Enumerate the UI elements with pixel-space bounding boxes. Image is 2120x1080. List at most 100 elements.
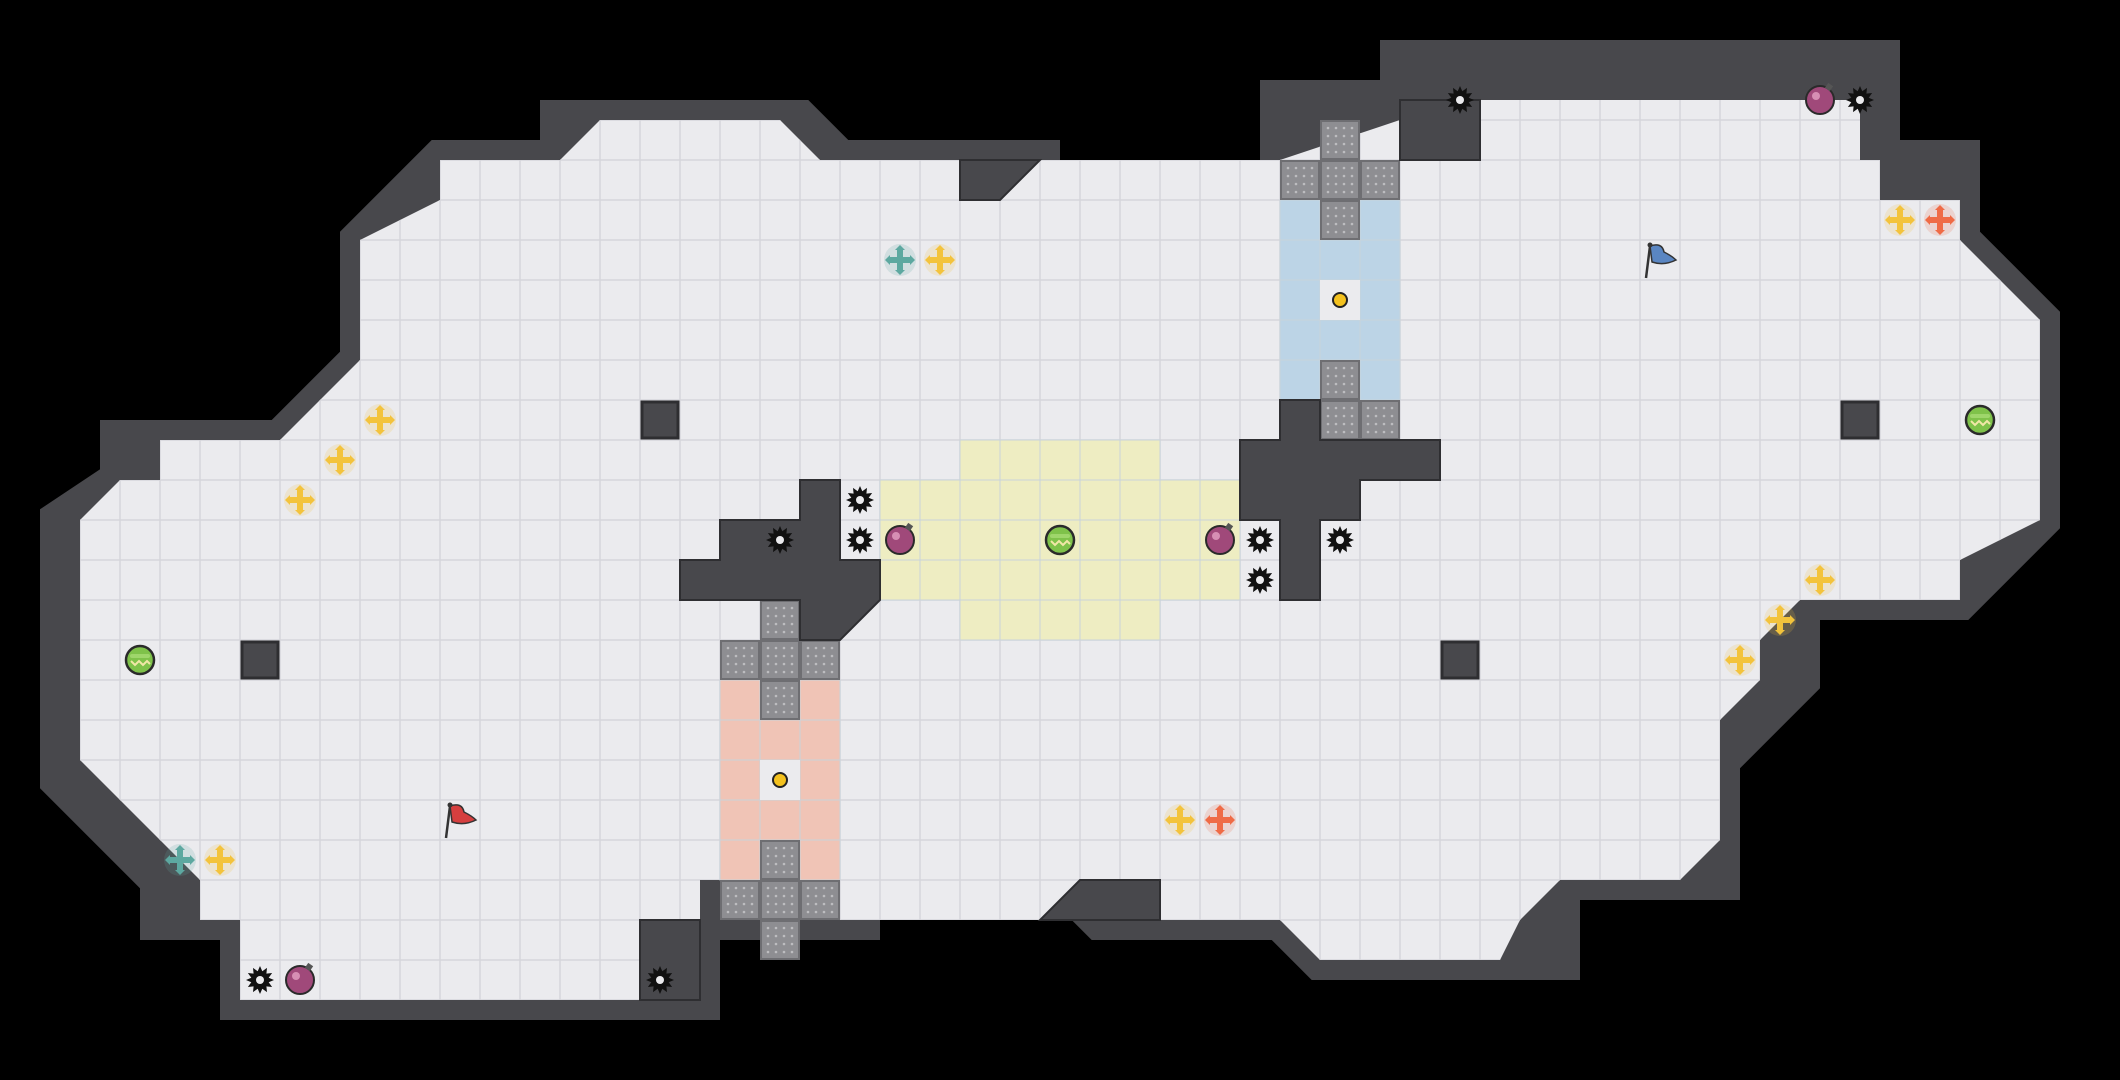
yellow-zone-cell	[1159, 519, 1201, 561]
block-rivet	[822, 646, 826, 650]
block-rivet	[1350, 422, 1354, 426]
block-rivet	[734, 910, 738, 914]
block-rivet	[1382, 430, 1386, 434]
block-rivet	[1326, 430, 1330, 434]
green-shield-item[interactable]	[1044, 524, 1076, 556]
blue-flag-item[interactable]	[1644, 242, 1678, 279]
yellow-zone-cell	[919, 519, 961, 561]
blue-zone-cell	[1359, 239, 1401, 281]
spike-mine-item[interactable]	[646, 966, 674, 994]
block-rivet	[782, 886, 786, 890]
yellow-zone-cell	[1119, 479, 1161, 521]
block-rivet	[782, 862, 786, 866]
block-rivet	[766, 694, 770, 698]
block-rivet	[1326, 174, 1330, 178]
block-rivet	[774, 862, 778, 866]
block-rivet	[1326, 390, 1330, 394]
block-rivet	[1390, 166, 1394, 170]
block-rivet	[782, 606, 786, 610]
block-rivet	[790, 870, 794, 874]
yellow-heal-item[interactable]	[364, 404, 396, 436]
purple-potion-item[interactable]	[885, 522, 915, 555]
block-rivet	[1342, 142, 1346, 146]
block-rivet	[742, 902, 746, 906]
block-rivet	[1334, 390, 1338, 394]
block-rivet	[1350, 206, 1354, 210]
block-rivet	[1326, 206, 1330, 210]
wall-pillar	[240, 640, 280, 680]
block-rivet	[814, 646, 818, 650]
block-rivet	[726, 902, 730, 906]
yellow-heal-item[interactable]	[284, 484, 316, 516]
teal-move-item[interactable]	[884, 244, 916, 276]
yellow-heal-item[interactable]	[924, 244, 956, 276]
potion-icon	[1805, 82, 1835, 115]
block-rivet	[1326, 214, 1330, 218]
block-rivet	[1382, 414, 1386, 418]
block-rivet	[1350, 222, 1354, 226]
spike-mine-item[interactable]	[246, 966, 274, 994]
yellow-heal-item[interactable]	[1764, 604, 1796, 636]
spike-mine-item[interactable]	[846, 526, 874, 554]
purple-potion-item[interactable]	[1205, 522, 1235, 555]
block-rivet	[726, 894, 730, 898]
teal-move-item[interactable]	[164, 844, 196, 876]
gold-orb-item[interactable]	[1332, 292, 1348, 308]
stone-block	[720, 640, 760, 680]
block-rivet	[822, 902, 826, 906]
block-rivet	[774, 606, 778, 610]
block-rivet	[1326, 366, 1330, 370]
purple-potion-item[interactable]	[1805, 82, 1835, 115]
spike-mine-item[interactable]	[1446, 86, 1474, 114]
block-rivet	[782, 846, 786, 850]
yellow-heal-item[interactable]	[324, 444, 356, 476]
green-shield-item[interactable]	[124, 644, 156, 676]
cross-arrows-icon	[1764, 604, 1796, 636]
yellow-zone-cell	[959, 439, 1001, 481]
block-rivet	[750, 902, 754, 906]
block-rivet	[766, 862, 770, 866]
block-rivet	[806, 886, 810, 890]
block-rivet	[766, 614, 770, 618]
spike-mine-item[interactable]	[1246, 526, 1274, 554]
yellow-zone-cell	[1159, 479, 1201, 521]
block-rivet	[1286, 166, 1290, 170]
block-rivet	[774, 614, 778, 618]
block-rivet	[1334, 142, 1338, 146]
yellow-zone-cell	[959, 599, 1001, 641]
yellow-heal-item[interactable]	[1804, 564, 1836, 596]
spike-mine-item[interactable]	[766, 526, 794, 554]
red-zone-cell	[799, 759, 841, 801]
orange-boost-item[interactable]	[1204, 804, 1236, 836]
gold-orb-item[interactable]	[772, 772, 788, 788]
yellow-heal-item[interactable]	[1724, 644, 1756, 676]
yellow-zone-cell	[959, 479, 1001, 521]
yellow-zone-cell	[999, 519, 1041, 561]
block-rivet	[1334, 190, 1338, 194]
block-rivet	[1350, 382, 1354, 386]
block-rivet	[766, 926, 770, 930]
block-rivet	[1350, 174, 1354, 178]
block-rivet	[1342, 390, 1346, 394]
yellow-heal-item[interactable]	[1884, 204, 1916, 236]
orange-boost-item[interactable]	[1924, 204, 1956, 236]
spike-mine-item[interactable]	[1246, 566, 1274, 594]
block-rivet	[750, 646, 754, 650]
red-zone-cell	[719, 799, 761, 841]
yellow-heal-item[interactable]	[204, 844, 236, 876]
green-shield-item[interactable]	[1964, 404, 1996, 436]
block-rivet	[790, 670, 794, 674]
block-rivet	[766, 662, 770, 666]
cross-arrows-icon	[164, 844, 196, 876]
spike-mine-item[interactable]	[1846, 86, 1874, 114]
spike-mine-item[interactable]	[846, 486, 874, 514]
block-rivet	[726, 646, 730, 650]
blue-zone-cell	[1359, 319, 1401, 361]
purple-potion-item[interactable]	[285, 962, 315, 995]
block-rivet	[1334, 414, 1338, 418]
block-rivet	[1366, 190, 1370, 194]
spike-mine-item[interactable]	[1326, 526, 1354, 554]
red-flag-item[interactable]	[444, 802, 478, 839]
yellow-heal-item[interactable]	[1164, 804, 1196, 836]
